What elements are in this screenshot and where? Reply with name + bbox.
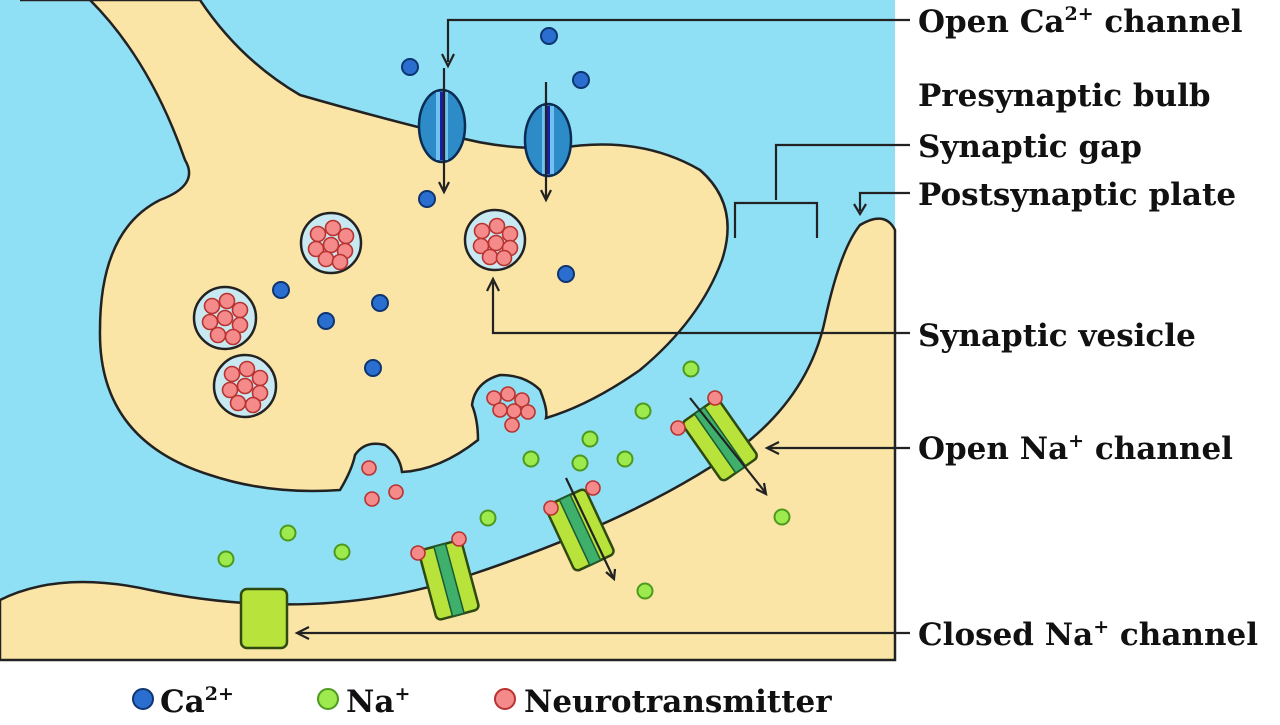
calcium-ion bbox=[371, 294, 389, 312]
calcium-ion bbox=[401, 58, 419, 76]
sodium-ion bbox=[217, 550, 235, 568]
na-channel-open bbox=[545, 488, 615, 572]
leader-closed-na bbox=[294, 626, 910, 640]
legend-nt-swatch bbox=[494, 688, 516, 710]
synaptic-vesicle bbox=[212, 353, 278, 419]
ca-flow-arrow bbox=[540, 82, 552, 203]
leader-vesicle bbox=[486, 276, 910, 335]
bound-neurotransmitters bbox=[410, 390, 723, 561]
label-postsynaptic-plate: Postsynaptic plate bbox=[918, 177, 1236, 213]
sodium-ion bbox=[333, 543, 351, 561]
sodium-ion bbox=[522, 450, 540, 468]
sodium-ion bbox=[773, 508, 791, 526]
legend-ca-swatch bbox=[132, 688, 154, 710]
ca-flow-arrow bbox=[438, 68, 450, 195]
calcium-ion bbox=[540, 27, 558, 45]
na-channel-open bbox=[418, 539, 480, 621]
legend-na-swatch bbox=[317, 688, 339, 710]
leader-open-na bbox=[764, 441, 910, 455]
calcium-ion bbox=[317, 312, 335, 330]
calcium-ion bbox=[272, 281, 290, 299]
label-synaptic-gap: Synaptic gap bbox=[918, 129, 1142, 165]
na-flow-arrow bbox=[565, 477, 617, 582]
calcium-ion bbox=[557, 265, 575, 283]
label-closed-na-channel: Closed Na+ channel bbox=[918, 616, 1258, 653]
label-open-na-channel: Open Na+ channel bbox=[918, 430, 1233, 467]
label-presynaptic-bulb: Presynaptic bulb bbox=[918, 78, 1211, 114]
sodium-ion bbox=[571, 454, 589, 472]
calcium-ion bbox=[418, 190, 436, 208]
legend-ca-label: Ca2+ bbox=[160, 683, 234, 720]
leader-postsynaptic bbox=[853, 191, 910, 217]
calcium-ion bbox=[572, 71, 590, 89]
ca-channel bbox=[523, 102, 573, 178]
calcium-ion bbox=[364, 359, 382, 377]
sodium-ion bbox=[581, 430, 599, 448]
calcium-ions bbox=[272, 27, 590, 377]
neurotransmitters-released bbox=[361, 386, 536, 507]
synaptic-vesicle bbox=[463, 208, 527, 272]
legend-na-label: Na+ bbox=[346, 683, 410, 720]
sodium-ion bbox=[682, 360, 700, 378]
legend: Ca2+ Na+ Neurotransmitter bbox=[132, 683, 832, 720]
leader-gap-bracket bbox=[733, 143, 910, 238]
label-open-ca-channel: Open Ca2+ channel bbox=[918, 3, 1243, 40]
legend-nt-label: Neurotransmitter bbox=[524, 684, 832, 720]
leader-open-ca bbox=[441, 18, 910, 69]
sodium-ions bbox=[217, 360, 791, 600]
ca-channel bbox=[417, 88, 467, 164]
na-channel-closed bbox=[239, 587, 289, 650]
postsynaptic-plate bbox=[0, 217, 897, 662]
sodium-ion bbox=[279, 524, 297, 542]
sodium-ion bbox=[636, 582, 654, 600]
sodium-ion bbox=[634, 402, 652, 420]
synaptic-vesicle bbox=[192, 285, 258, 351]
synaptic-vesicle bbox=[299, 211, 363, 275]
sodium-ion bbox=[479, 509, 497, 527]
label-synaptic-vesicle: Synaptic vesicle bbox=[918, 318, 1196, 354]
sodium-ion bbox=[616, 450, 634, 468]
na-flow-arrow bbox=[689, 397, 768, 496]
